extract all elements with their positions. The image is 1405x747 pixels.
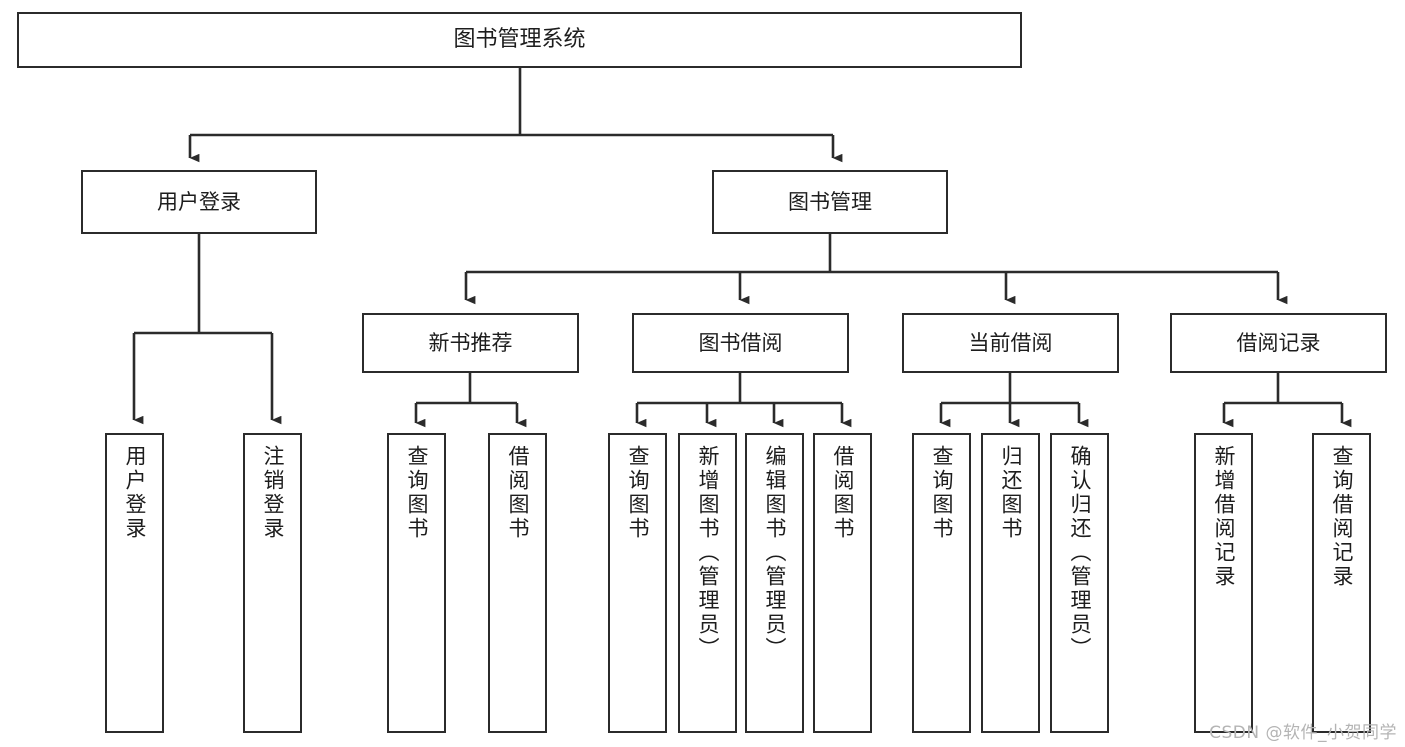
node-leaf-borrow-book-1[interactable]: 借阅图书	[488, 433, 547, 733]
node-label: 图书管理系统	[453, 27, 586, 53]
node-label: 编辑图书（管理员）	[763, 445, 787, 661]
node-root-system[interactable]: 图书管理系统	[17, 12, 1022, 68]
node-leaf-add-book[interactable]: 新增图书（管理员）	[678, 433, 737, 733]
node-leaf-user-login[interactable]: 用户登录	[105, 433, 164, 733]
node-label: 当前借阅	[968, 330, 1053, 355]
node-label: 新书推荐	[428, 330, 513, 355]
node-label: 确认归还（管理员）	[1068, 445, 1092, 661]
node-leaf-confirm-return[interactable]: 确认归还（管理员）	[1050, 433, 1109, 733]
node-label: 借阅图书	[831, 445, 855, 541]
node-leaf-edit-book[interactable]: 编辑图书（管理员）	[745, 433, 804, 733]
node-label: 查询借阅记录	[1330, 445, 1354, 589]
node-label: 新增借阅记录	[1212, 445, 1236, 589]
node-leaf-borrow-book-2[interactable]: 借阅图书	[813, 433, 872, 733]
node-label: 查询图书	[930, 445, 954, 541]
node-borrow-record[interactable]: 借阅记录	[1170, 313, 1387, 373]
node-label: 用户登录	[157, 189, 241, 214]
node-label: 查询图书	[405, 445, 429, 541]
node-book-borrow[interactable]: 图书借阅	[632, 313, 849, 373]
node-label: 查询图书	[626, 445, 650, 541]
node-label: 借阅记录	[1236, 330, 1321, 355]
node-label: 图书借阅	[698, 330, 783, 355]
node-label: 图书管理	[788, 189, 872, 214]
node-label: 注销登录	[261, 445, 285, 541]
node-leaf-query-record[interactable]: 查询借阅记录	[1312, 433, 1371, 733]
node-current-borrow[interactable]: 当前借阅	[902, 313, 1119, 373]
node-book-manage[interactable]: 图书管理	[712, 170, 948, 234]
node-leaf-query-book-3[interactable]: 查询图书	[912, 433, 971, 733]
node-user-login[interactable]: 用户登录	[81, 170, 317, 234]
node-leaf-query-book-1[interactable]: 查询图书	[387, 433, 446, 733]
node-label: 归还图书	[999, 445, 1023, 541]
node-new-book-recommend[interactable]: 新书推荐	[362, 313, 579, 373]
node-label: 新增图书（管理员）	[696, 445, 720, 661]
watermark-text: CSDN @软件_小贺同学	[1209, 723, 1397, 743]
node-leaf-query-book-2[interactable]: 查询图书	[608, 433, 667, 733]
node-leaf-add-record[interactable]: 新增借阅记录	[1194, 433, 1253, 733]
node-label: 借阅图书	[506, 445, 530, 541]
node-leaf-return-book[interactable]: 归还图书	[981, 433, 1040, 733]
node-label: 用户登录	[123, 445, 147, 541]
node-leaf-logout-login[interactable]: 注销登录	[243, 433, 302, 733]
